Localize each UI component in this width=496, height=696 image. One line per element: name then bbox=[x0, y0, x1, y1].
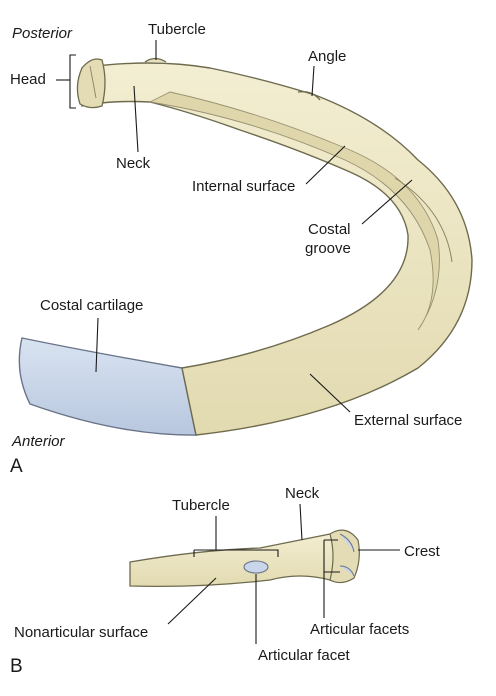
tubercle-label-a: Tubercle bbox=[148, 21, 206, 38]
costal-cartilage-label: Costal cartilage bbox=[40, 297, 143, 314]
rib-head-shape bbox=[76, 58, 106, 109]
internal-surface-label: Internal surface bbox=[192, 178, 295, 195]
nonarticular-surface-label: Nonarticular surface bbox=[14, 624, 148, 641]
view-a-letter: A bbox=[10, 456, 23, 477]
costal-groove-line bbox=[394, 177, 453, 263]
crest-label: Crest bbox=[404, 543, 441, 560]
costal-groove-label-line1: Costal bbox=[308, 221, 351, 238]
neck-label-b: Neck bbox=[285, 485, 320, 502]
head-label: Head bbox=[10, 71, 46, 88]
articular-facets-label: Articular facets bbox=[310, 621, 409, 638]
articular-facet-label: Articular facet bbox=[258, 647, 351, 664]
anterior-label: Anterior bbox=[11, 433, 66, 450]
view-b-leader-lines bbox=[167, 503, 400, 644]
posterior-label: Posterior bbox=[12, 25, 73, 42]
view-a-leader-lines bbox=[56, 40, 413, 413]
rib-b-illustration bbox=[129, 529, 360, 588]
neck-label-a: Neck bbox=[116, 155, 151, 172]
rib-tubercle-bump bbox=[144, 57, 167, 63]
tubercle-label-b: Tubercle bbox=[172, 497, 230, 514]
costal-cartilage-shape bbox=[18, 337, 197, 436]
costal-groove-label-line2: groove bbox=[305, 240, 351, 257]
rib-a-illustration bbox=[18, 57, 473, 436]
angle-label: Angle bbox=[308, 48, 346, 65]
view-b-letter: B bbox=[10, 656, 23, 677]
rib-b-head-shape bbox=[329, 529, 360, 584]
external-surface-label: External surface bbox=[354, 412, 462, 429]
rib-internal-band bbox=[148, 91, 440, 331]
rib-angle-bump bbox=[297, 91, 321, 101]
rib-b-shaft-shape bbox=[129, 532, 356, 588]
articular-facet-oval bbox=[243, 560, 269, 574]
